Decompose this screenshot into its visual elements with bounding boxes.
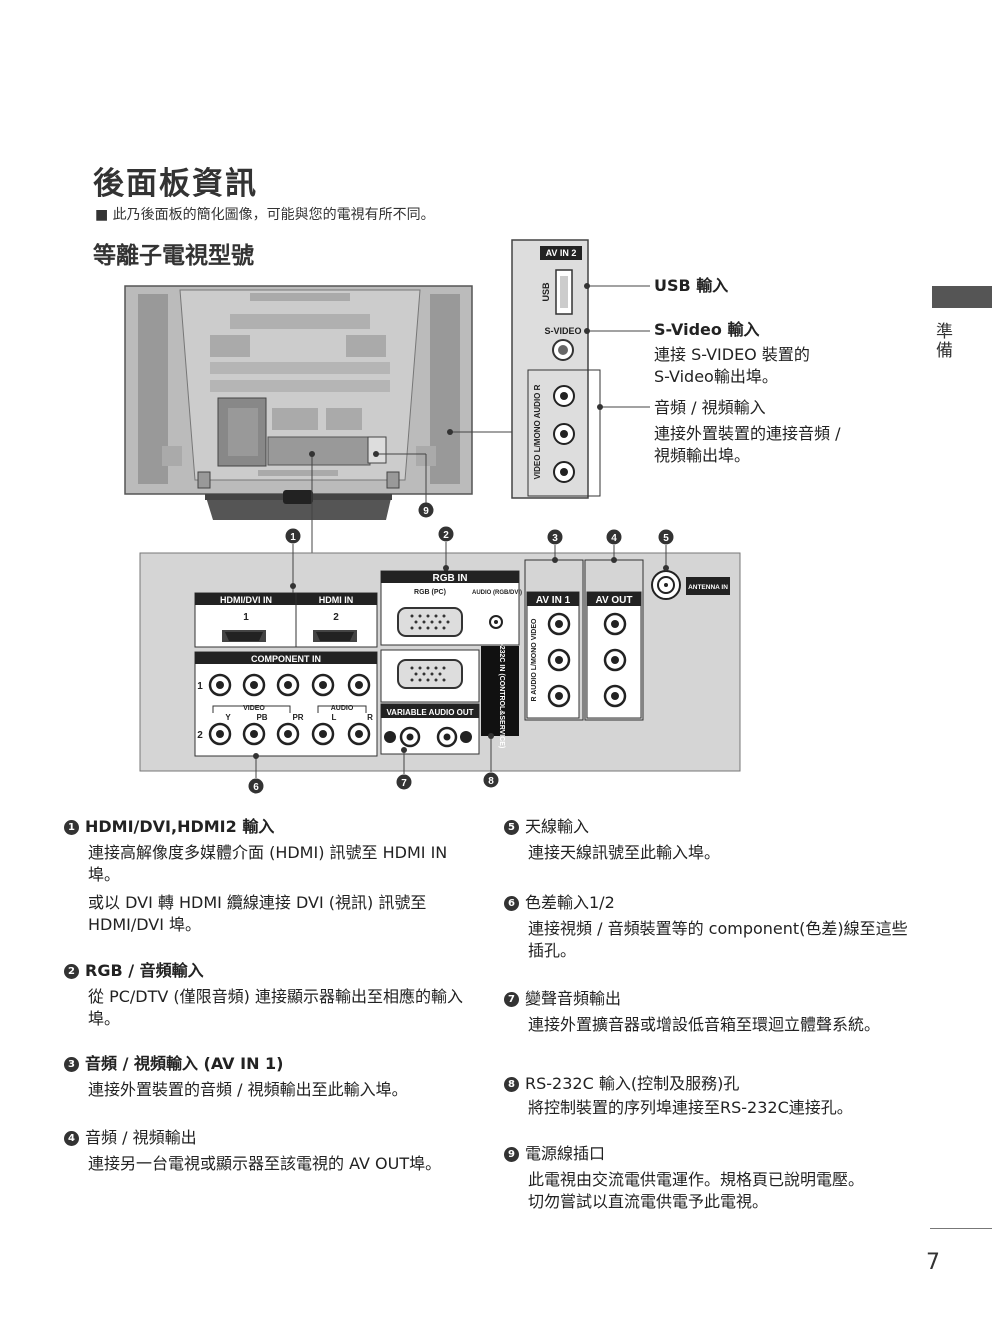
desc-2-title: RGB / 音頻輸入	[85, 961, 204, 980]
component-in-label: COMPONENT IN	[251, 654, 321, 664]
rgb-pc-label: RGB (PC)	[414, 589, 446, 596]
diagram-markers	[248, 502, 674, 794]
desc-6-title: 色差輸入1/2	[525, 893, 615, 912]
desc-5-title: 天線輸入	[525, 817, 590, 836]
svideo-callout-title: S-Video 輸入	[654, 320, 760, 339]
antenna-in-label: ANTENNA IN	[688, 584, 728, 591]
av-callout-desc2: 視頻輸出埠。	[654, 446, 751, 465]
av-vertical-label: R AUDIO L/MONO VIDEO	[531, 618, 538, 702]
hdmi-in-label: HDMI IN	[319, 595, 354, 605]
desc-4-title: 音頻 / 視頻輸出	[85, 1128, 197, 1147]
audio-rgb-label: AUDIO (RGB/DVI)	[472, 590, 522, 596]
marker-2: 2	[443, 530, 449, 541]
desc-1-title: HDMI/DVI,HDMI2 輸入	[85, 817, 275, 836]
desc-9-title: 電源線插口	[525, 1144, 606, 1163]
rgb-in-label: RGB IN	[433, 573, 468, 584]
usb-callout-title: USB 輸入	[654, 276, 729, 295]
comp-audio-label: AUDIO	[331, 705, 354, 712]
comp-row1-label: 1	[197, 681, 203, 692]
comp-l-label: L	[332, 713, 337, 722]
usb-side-label: USB	[541, 282, 551, 302]
hdmi1-number: 1	[243, 612, 249, 623]
comp-video-label: VIDEO	[243, 705, 265, 712]
comp-row2-label: 2	[197, 730, 203, 741]
comp-y-label: Y	[225, 713, 231, 722]
marker-1: 1	[290, 532, 296, 543]
desc-2-body: 從 PC/DTV (僅限音頻) 連接顯示器輸出至相應的輸入埠。	[88, 987, 463, 1028]
av-out-label: AV OUT	[595, 595, 632, 606]
marker-7: 7	[401, 778, 407, 789]
svideo-callout-desc1: 連接 S-VIDEO 裝置的	[654, 345, 810, 364]
marker-9: 9	[423, 506, 429, 517]
desc-3-body: 連接外置裝置的音頻 / 視頻輸出至此輸入埠。	[88, 1080, 408, 1099]
desc-9-body: 此電視由交流電供電運作。規格頁已說明電壓。	[528, 1170, 865, 1189]
side-av-panel	[511, 239, 603, 499]
marker-4: 4	[611, 533, 617, 544]
av-callout-desc1: 連接外置裝置的連接音頻 /	[654, 424, 841, 443]
av-callout-title: 音頻 / 視頻輸入	[654, 398, 766, 417]
comp-pb-label: PB	[256, 713, 267, 722]
section-subtitle: 等離子電視型號	[93, 243, 254, 269]
rear-panel-diagram: 9 1 2 3 4 5 6 7 8 AV IN 2 USB S-VIDEO VI…	[124, 239, 741, 794]
svideo-side-label: S-VIDEO	[544, 326, 581, 336]
side-tab-label: 準備	[932, 322, 952, 360]
page-number: 7	[926, 1250, 940, 1275]
desc-6-body: 連接視頻 / 音頻裝置等的 component(色差)線至這些插孔。	[528, 919, 908, 960]
desc-7-title: 變聲音頻輸出	[525, 989, 622, 1008]
page-note: ■ 此乃後面板的簡化圖像，可能與您的電視有所不同。	[95, 207, 435, 223]
desc-7-body: 連接外置擴音器或增設低音箱至環迴立體聲系統。	[528, 1015, 881, 1034]
desc-9-body2: 切勿嘗試以直流電供電予此電視。	[528, 1192, 769, 1211]
desc-1-body2: 或以 DVI 轉 HDMI 纜線連接 DVI (視訊) 訊號至 HDMI/DVI…	[88, 893, 427, 934]
main-connector-panel	[139, 552, 741, 772]
hdmi2-number: 2	[333, 612, 339, 623]
rs232c-label: RS-232C IN (CONTROL&SERVICE)	[498, 634, 505, 749]
hdmi2-port-icon	[316, 632, 354, 641]
hdmi1-port-icon	[225, 632, 263, 641]
marker-6: 6	[253, 782, 259, 793]
page-title: 後面板資訊	[93, 166, 258, 202]
comp-r-label: R	[367, 713, 373, 722]
desc-4-body: 連接另一台電視或顯示器至該電視的 AV OUT埠。	[88, 1154, 442, 1173]
side-tab-bar	[932, 286, 992, 308]
desc-1-body: 連接高解像度多媒體介面 (HDMI) 訊號至 HDMI IN埠。	[88, 843, 448, 884]
marker-8: 8	[488, 776, 494, 787]
page-number-rule	[930, 1228, 992, 1229]
av-in2-label: AV IN 2	[546, 248, 577, 258]
desc-3-title: 音頻 / 視頻輸入 (AV IN 1)	[85, 1054, 284, 1073]
marker-3: 3	[552, 533, 558, 544]
desc-5-body: 連接天線訊號至此輸入埠。	[528, 843, 721, 862]
marker-5: 5	[663, 533, 669, 544]
variable-audio-out-label: VARIABLE AUDIO OUT	[386, 708, 473, 717]
side-vertical-label: VIDEO L/MONO AUDIO R	[533, 384, 542, 479]
tv-back-illustration	[124, 285, 473, 520]
av-in1-label: AV IN 1	[536, 595, 571, 606]
desc-8-body: 將控制裝置的序列埠連接至RS-232C連接孔。	[528, 1098, 853, 1117]
comp-pr-label: PR	[292, 713, 303, 722]
svideo-callout-desc2: S-Video輸出埠。	[654, 367, 778, 386]
desc-8-title: RS-232C 輸入(控制及服務)孔	[525, 1074, 740, 1093]
hdmi-dvi-in-label: HDMI/DVI IN	[220, 595, 272, 605]
component-jacks	[208, 673, 371, 746]
